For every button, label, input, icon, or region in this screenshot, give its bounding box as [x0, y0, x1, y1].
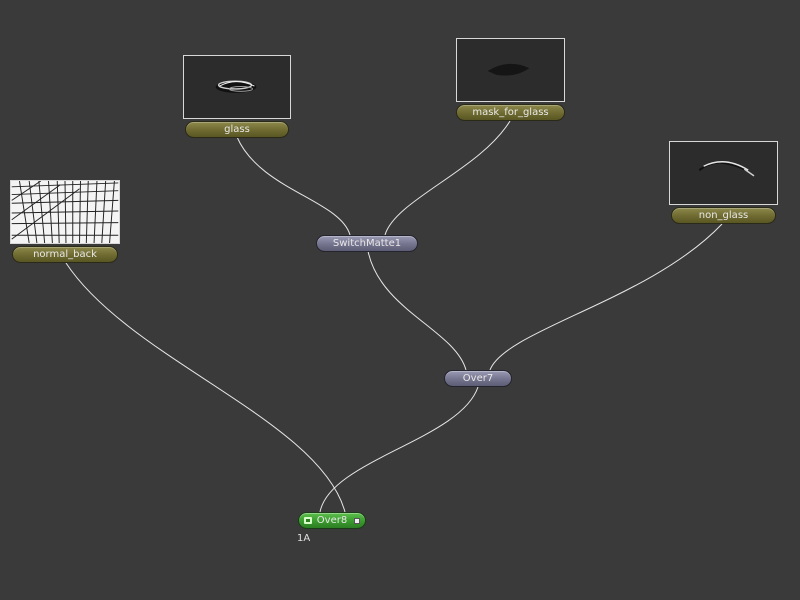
node-normal-back[interactable]: normal_back: [12, 246, 118, 263]
node-non-glass-label: non_glass: [698, 210, 749, 221]
node-switchmatte1-label: SwitchMatte1: [332, 238, 402, 249]
node-glass-label: glass: [224, 124, 250, 135]
node-over8[interactable]: Over8: [298, 512, 366, 529]
node-over8-sublabel: 1A: [297, 533, 311, 544]
node-over7-label: Over7: [462, 373, 494, 384]
glass-lens-icon: [215, 80, 257, 93]
wire-switchmatte-to-over7: [367, 250, 467, 371]
mask-shape-icon: [487, 63, 530, 76]
mask-for-glass-thumbnail: [456, 38, 565, 102]
wire-mask-to-switchmatte: [384, 120, 511, 236]
handle-shape-icon: [698, 161, 755, 177]
grid-pattern-icon: [11, 181, 119, 243]
node-switchmatte1[interactable]: SwitchMatte1: [316, 235, 418, 252]
normal-back-thumbnail: [10, 180, 120, 244]
node-over7[interactable]: Over7: [444, 370, 512, 387]
node-mask-for-glass[interactable]: mask_for_glass: [456, 104, 565, 121]
node-glass[interactable]: glass: [185, 121, 289, 138]
node-over8-label: Over8: [316, 515, 348, 526]
node-normal-back-label: normal_back: [33, 249, 97, 260]
wire-glass-to-switchmatte: [236, 136, 351, 236]
wire-normalback-to-over8: [65, 262, 346, 513]
view-icon[interactable]: [354, 518, 360, 524]
node-mask-for-glass-label: mask_for_glass: [472, 107, 549, 118]
wire-over7-to-over8: [319, 386, 479, 513]
wire-nonglass-to-over7: [489, 223, 723, 371]
node-non-glass[interactable]: non_glass: [671, 207, 776, 224]
glass-thumbnail: [183, 55, 291, 119]
non-glass-thumbnail: [669, 141, 778, 205]
flag-icon[interactable]: [304, 517, 312, 524]
